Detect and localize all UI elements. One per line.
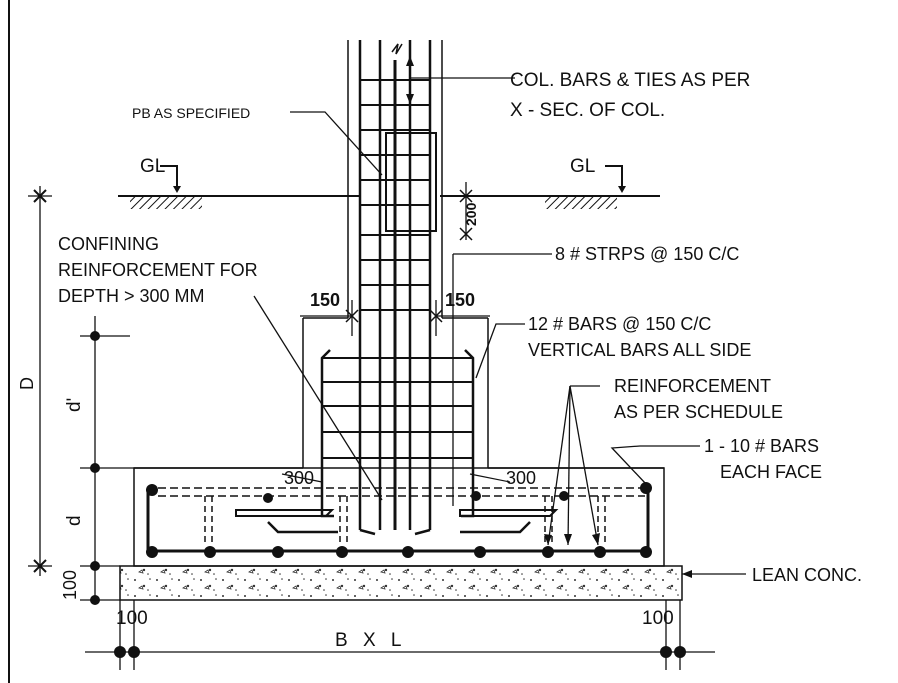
dimension-lines: [28, 182, 715, 670]
stirrups-label: 8 # STRPS @ 150 C/C: [555, 244, 739, 264]
dim-300-left: 300: [284, 468, 314, 488]
pedestal-reinforcement: [320, 349, 475, 518]
dim-300-right: 300: [506, 468, 536, 488]
gl-right-label: GL: [570, 156, 595, 177]
pb-box: [385, 132, 437, 232]
dim-100-right: 100: [642, 608, 674, 629]
reinforcement-label-2: AS PER SCHEDULE: [614, 402, 783, 422]
reinforcement-label-1: REINFORCEMENT: [614, 376, 771, 396]
lean-concrete: [119, 565, 683, 601]
dim-100-left: 100: [116, 608, 148, 629]
bars-12-label-1: 12 # BARS @ 150 C/C: [528, 314, 711, 334]
dim-D: D: [17, 377, 37, 390]
ground-line: [118, 195, 660, 209]
dim-200: 200: [463, 202, 479, 226]
bars-12-label-2: VERTICAL BARS ALL SIDE: [528, 340, 751, 360]
dim-150-left: 150: [310, 290, 340, 310]
lean-concrete-label: LEAN CONC.: [752, 565, 862, 585]
dimension-dots: [33, 189, 686, 658]
dim-150-right: 150: [445, 290, 475, 310]
column-bars-and-ties: [358, 40, 437, 536]
col-bars-label: COL. BARS & TIES AS PER: [510, 70, 750, 91]
gl-marker-right: [605, 165, 626, 193]
confining-label-1: CONFINING: [58, 234, 159, 254]
leader-arrowheads: [406, 56, 692, 578]
bars-1-10-label-1: 1 - 10 # BARS: [704, 436, 819, 456]
col-bars-label-2: X - SEC. OF COL.: [510, 100, 665, 121]
pedestal: [134, 318, 664, 469]
footing-reinforcement: [146, 473, 652, 558]
bars-1-10-label-2: EACH FACE: [720, 462, 822, 482]
bxl-label: B X L: [335, 630, 406, 651]
dim-100-height: 100: [60, 570, 80, 600]
leader-lines: [253, 60, 746, 575]
pb-label: PB AS SPECIFIED: [132, 105, 250, 121]
confining-label-2: REINFORCEMENT FOR: [58, 260, 258, 280]
footing-base: [133, 467, 665, 567]
gl-marker-left: [160, 165, 181, 193]
dim-d: d: [64, 515, 85, 526]
column: [303, 40, 488, 319]
gl-left-label: GL: [140, 156, 165, 177]
dim-d-prime: d': [64, 398, 85, 412]
confining-label-3: DEPTH > 300 MM: [58, 286, 205, 306]
